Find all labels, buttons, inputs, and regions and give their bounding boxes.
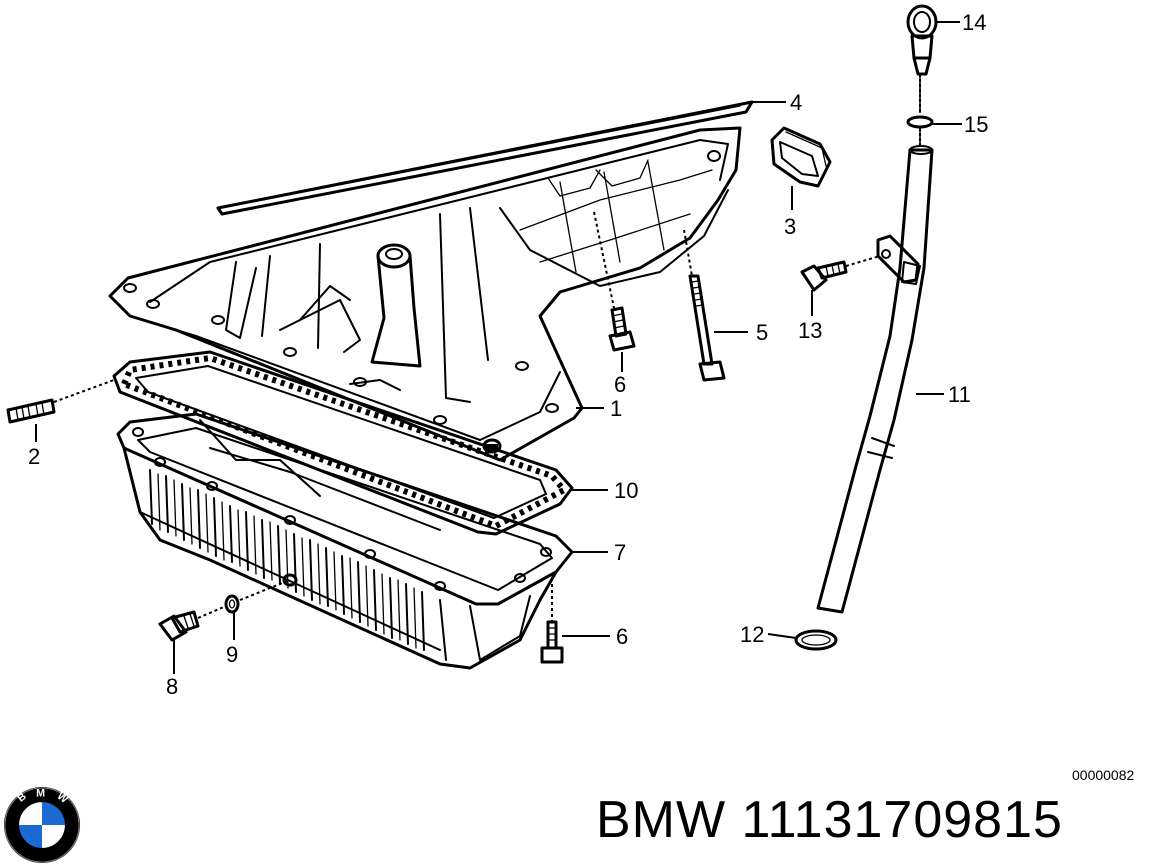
callout-13: 13 (798, 318, 822, 343)
callout-10: 10 (614, 478, 638, 503)
part-2-stud-bolt (6, 379, 115, 424)
part-number-caption: BMW 11131709815 (596, 791, 1063, 849)
callout-14: 14 (962, 10, 986, 35)
callout-6-upper: 6 (614, 372, 626, 397)
bmw-roundel-logo: B M W (3, 786, 81, 864)
callout-3: 3 (784, 214, 796, 239)
callout-labels: 1 2 3 4 5 6 6 7 8 9 10 11 12 13 14 15 (28, 10, 988, 699)
callout-8: 8 (166, 674, 178, 699)
leader-lines (35, 21, 962, 674)
callout-6-lower: 6 (616, 624, 628, 649)
part-1-upper-oil-pan (108, 126, 742, 462)
callout-1: 1 (610, 396, 622, 421)
callout-11: 11 (948, 382, 971, 407)
callout-7: 7 (614, 540, 626, 565)
callout-2: 2 (28, 444, 40, 469)
callout-4: 4 (790, 90, 802, 115)
part-7-lower-oil-pan (116, 412, 574, 670)
callout-15: 15 (964, 112, 988, 137)
part-11-dipstick-tube (816, 145, 934, 614)
part-15-dipstick-seal (906, 115, 934, 147)
part-3-grommet (770, 126, 832, 188)
part-5-long-bolt (683, 229, 726, 382)
svg-text:M: M (36, 788, 45, 800)
part-9-sealing-washer (197, 579, 291, 619)
part-6-lower-bolt (540, 578, 564, 664)
callout-9: 9 (226, 642, 238, 667)
part-12-o-ring (794, 629, 838, 651)
part-6-upper-bolt (593, 211, 636, 352)
callout-12: 12 (740, 622, 764, 647)
diagram-reference-code: 00000082 (1072, 767, 1135, 783)
part-8-drain-plug (158, 610, 200, 642)
part-4-gasket-strip (216, 100, 754, 216)
callout-5: 5 (756, 320, 768, 345)
part-14-dipstick-handle (906, 4, 938, 113)
part-13-bracket-bolt (800, 255, 881, 292)
